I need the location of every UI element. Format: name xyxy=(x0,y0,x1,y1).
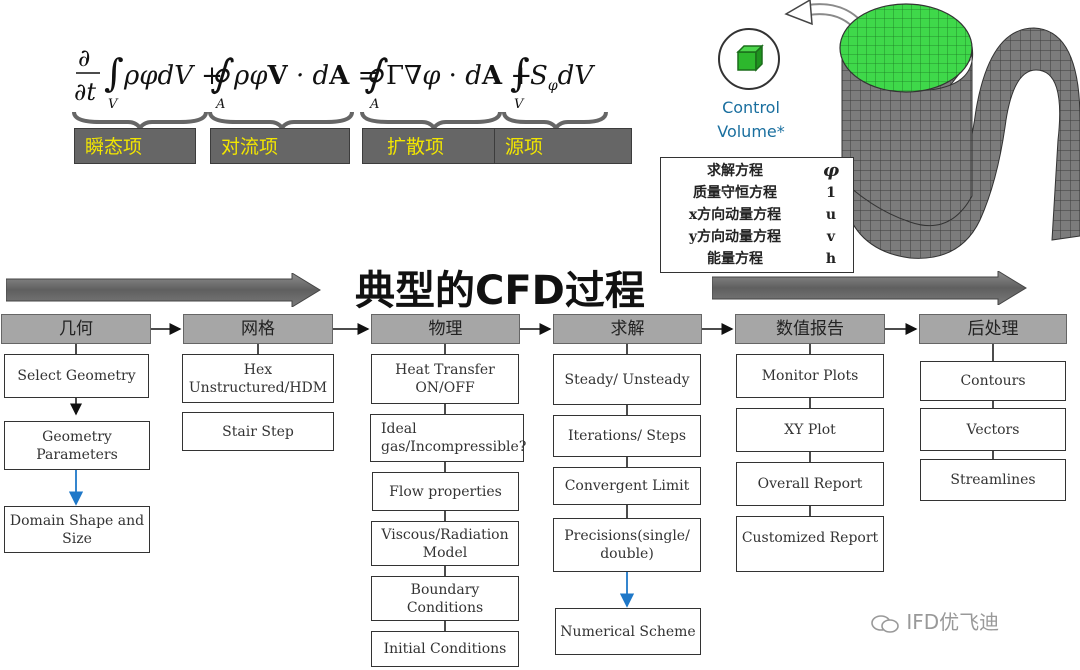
step-item: Overall Report xyxy=(736,462,884,506)
step-item: Contours xyxy=(920,361,1066,401)
step-header-physics: 物理 xyxy=(371,314,520,344)
watermark: IFD优飞迪 xyxy=(870,606,999,635)
step-item: Boundary Conditions xyxy=(371,576,519,621)
step-item: Geometry Parameters xyxy=(4,421,150,470)
svg-text:∫: ∫ xyxy=(104,51,124,95)
step-item: Heat Transfer ON/OFF xyxy=(371,354,519,404)
page-title: 典型的CFD过程 xyxy=(355,268,645,314)
equation-svg: ∂ ∂t ∫ V ρφdV + ∮ A ρφV · dA = ∮ A Γ∇φ ·… xyxy=(74,44,595,112)
control-volume-icon xyxy=(718,28,780,90)
phi-table-header: 求解方程 φ xyxy=(707,160,840,181)
step-item: XY Plot xyxy=(736,408,884,452)
step-header-mesh: 网格 xyxy=(183,314,333,344)
step-item: Domain Shape and Size xyxy=(4,506,150,553)
governing-equation: ∂ ∂t ∫ V ρφdV + ∮ A ρφV · dA = ∮ A Γ∇φ ·… xyxy=(74,40,634,117)
step-item: Customized Report xyxy=(736,516,884,572)
term-convection: 对流项 xyxy=(210,128,350,164)
svg-text:Γ∇φ · dA +: Γ∇φ · dA + xyxy=(386,61,532,91)
step-item: Convergent Limit xyxy=(553,467,701,505)
term-diffusion: 扩散项 xyxy=(362,128,496,164)
phi-table-row: 能量方程 h xyxy=(707,251,837,267)
step-header-solve: 求解 xyxy=(553,314,702,344)
step-item: Numerical Scheme xyxy=(555,608,701,655)
step-item: Viscous/Radiation Model xyxy=(371,521,519,566)
step-item: Flow properties xyxy=(372,472,519,511)
svg-text:A: A xyxy=(215,97,225,110)
right-process-arrow xyxy=(712,271,1027,305)
svg-text:A: A xyxy=(369,97,379,110)
svg-text:ρφdV +: ρφdV + xyxy=(123,61,223,91)
step-item: Streamlines xyxy=(920,459,1066,501)
svg-text:∫: ∫ xyxy=(510,51,530,95)
phi-table-row: y方向动量方程 v xyxy=(688,229,836,245)
svg-text:ρφV · dA =: ρφV · dA = xyxy=(233,61,379,91)
step-item: Hex Unstructured/HDM xyxy=(182,354,334,403)
term-source: 源项 xyxy=(494,128,632,164)
phi-table: 求解方程 φ 质量守恒方程 1 x方向动量方程 u y方向动量方程 v 能量方程… xyxy=(660,157,854,273)
left-process-arrow xyxy=(6,273,321,307)
svg-text:SφdV: SφdV xyxy=(530,61,595,94)
term-transient: 瞬态项 xyxy=(74,128,196,164)
step-item: Steady/ Unsteady xyxy=(553,354,701,405)
step-item: Iterations/ Steps xyxy=(553,415,701,457)
step-header-postprocessing: 后处理 xyxy=(919,314,1067,344)
svg-text:∂: ∂ xyxy=(78,44,90,72)
step-item: Initial Conditions xyxy=(371,631,519,667)
control-volume-label: Control Volume* xyxy=(717,98,785,141)
step-header-report: 数值报告 xyxy=(735,314,885,344)
step-item: Stair Step xyxy=(182,412,334,451)
step-item: Vectors xyxy=(920,408,1066,451)
step-item: Monitor Plots xyxy=(736,354,884,398)
mesh-tube-illustration xyxy=(839,3,1080,259)
watermark-text: IFD优飞迪 xyxy=(906,610,1000,634)
phi-table-row: 质量守恒方程 1 xyxy=(693,185,836,201)
svg-text:V: V xyxy=(108,97,119,110)
step-item: Precisions(single/ double) xyxy=(553,518,701,572)
phi-table-row: x方向动量方程 u xyxy=(688,207,837,223)
svg-text:∂t: ∂t xyxy=(74,78,96,106)
step-item: Ideal gas/Incompressible? xyxy=(370,414,526,462)
step-header-geometry: 几何 xyxy=(1,314,151,344)
wechat-icon xyxy=(870,614,900,634)
svg-text:V: V xyxy=(514,97,525,110)
step-item: Select Geometry xyxy=(4,354,149,398)
